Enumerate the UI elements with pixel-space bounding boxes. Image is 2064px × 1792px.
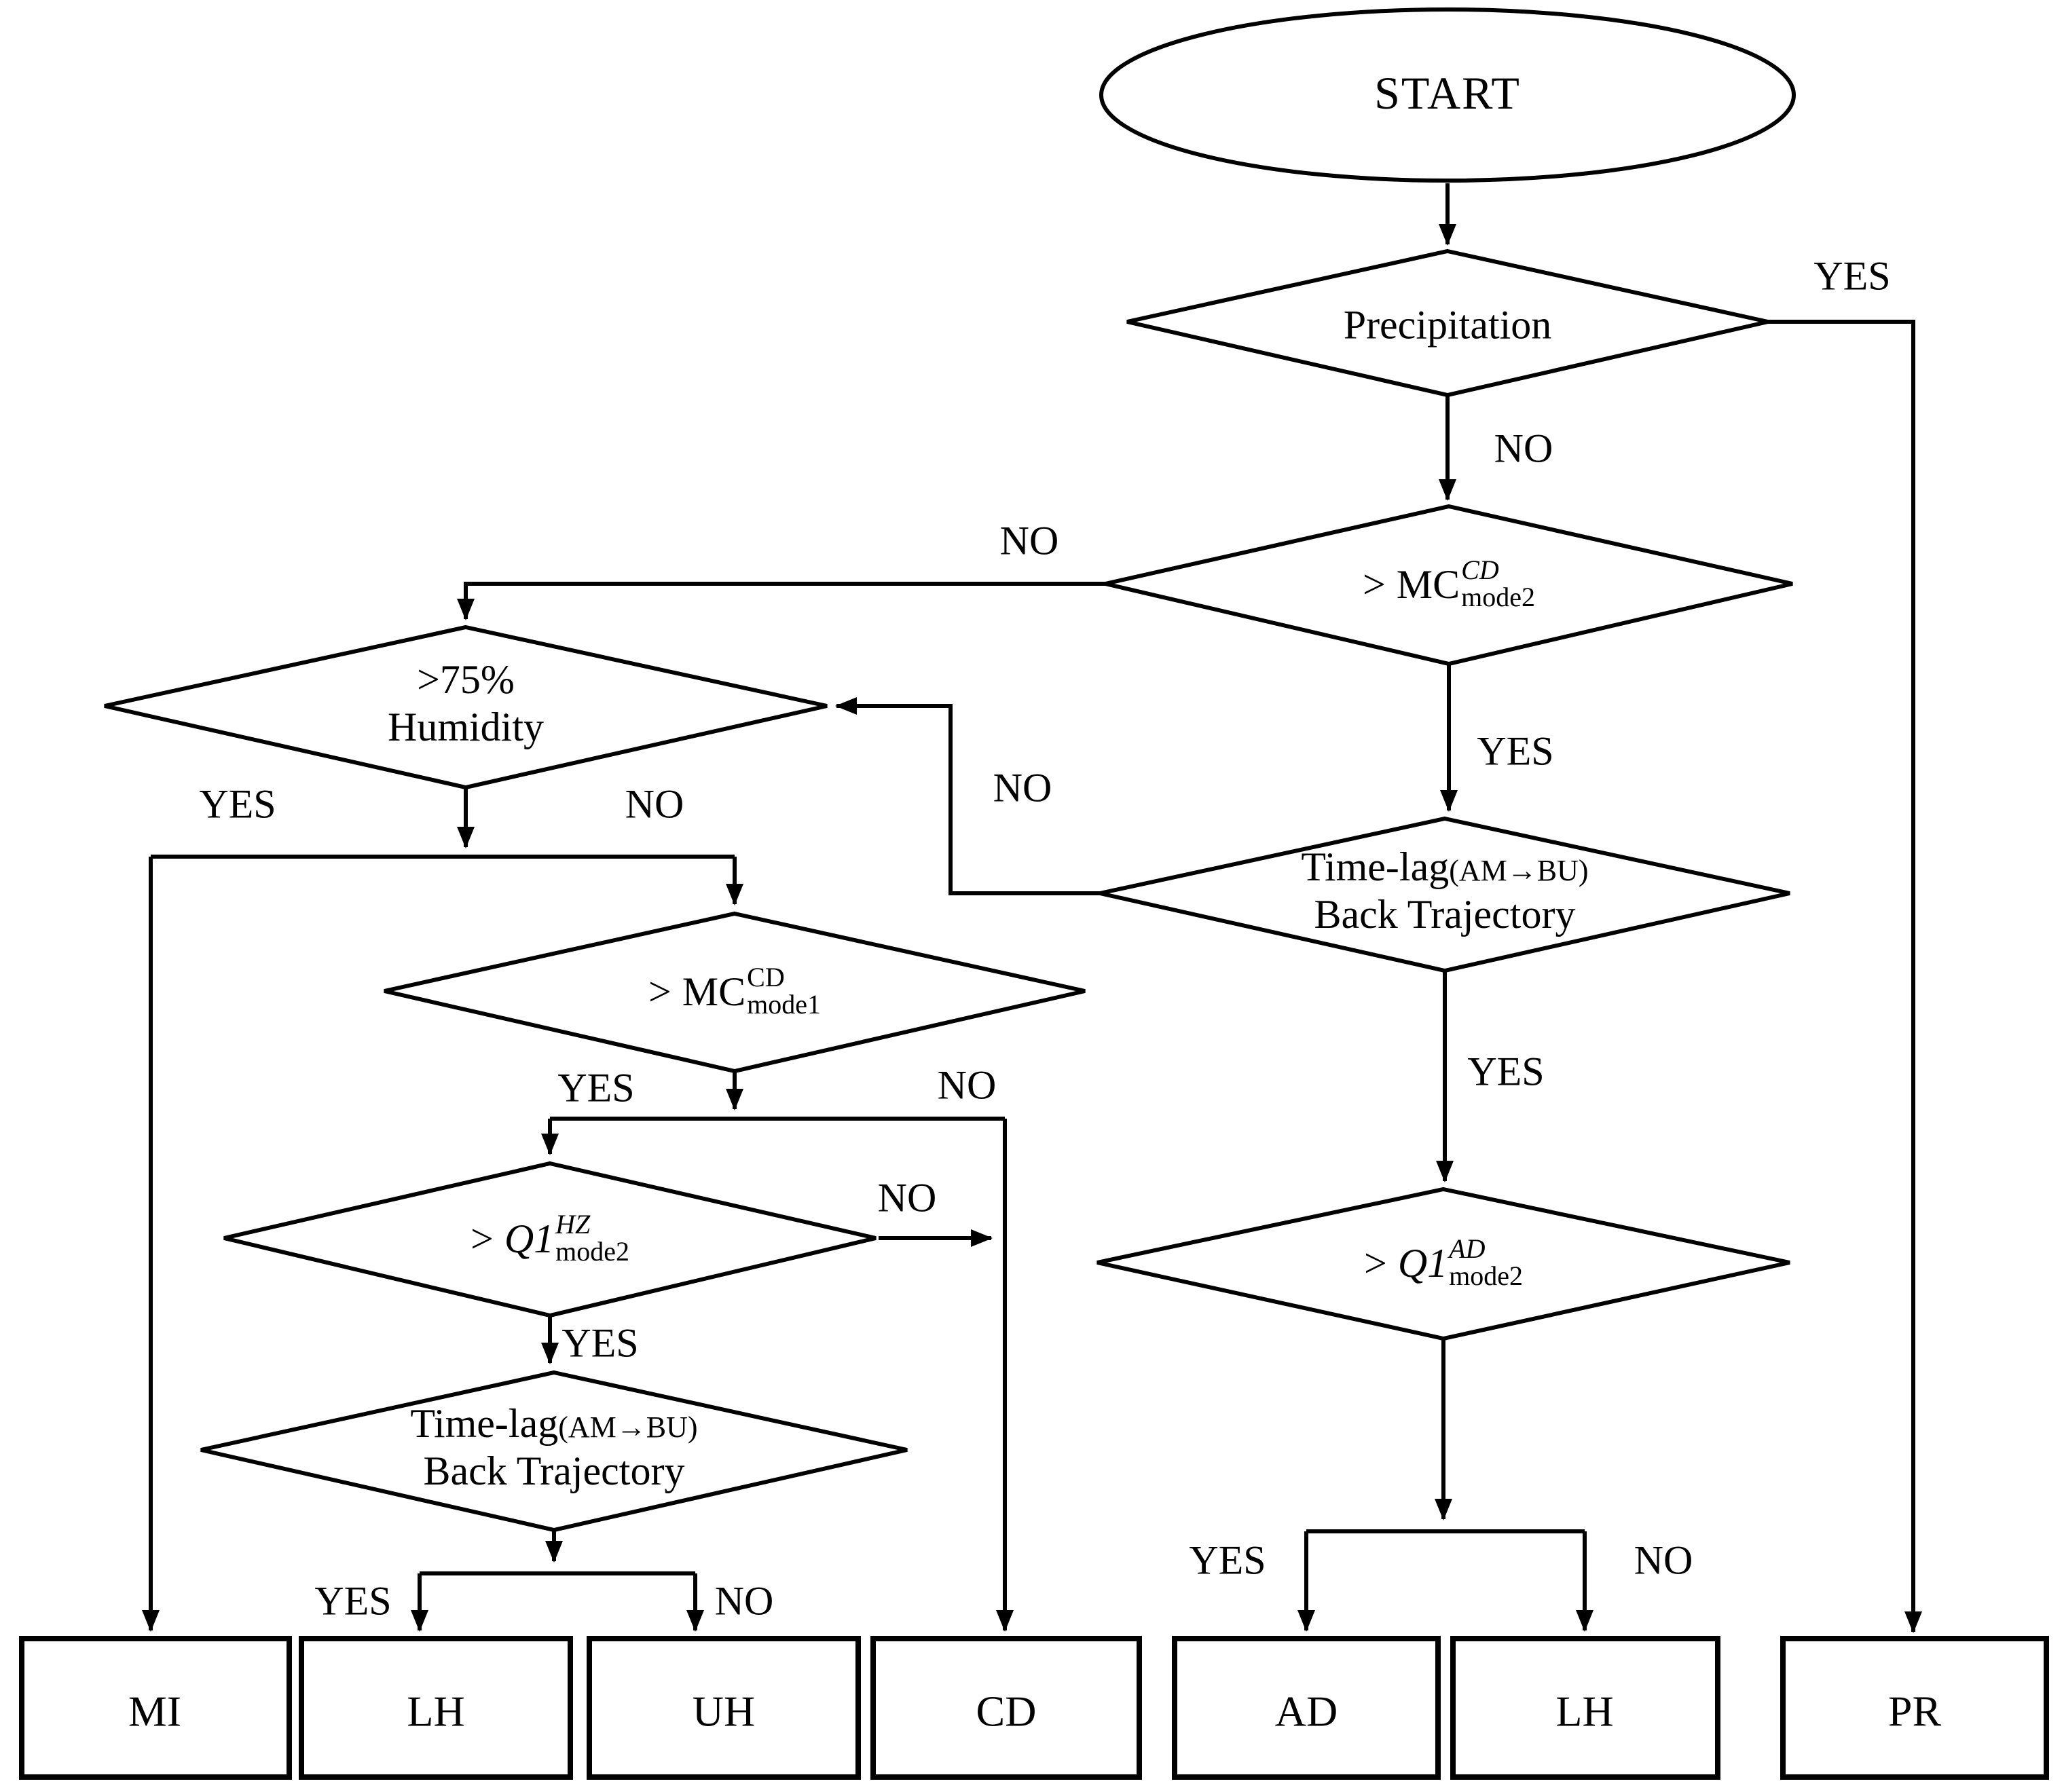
q1-hz-subscript: mode2: [555, 1238, 630, 1268]
branch-label-timelag-right-no: NO: [993, 766, 1052, 811]
mc-mode2-diamond: [1105, 504, 1793, 667]
mc-mode1-diamond: [384, 911, 1086, 1074]
terminal-label-uh: UH: [692, 1686, 756, 1736]
timelag-right-main: Time-lag: [1301, 845, 1450, 891]
humidity-label: >75% Humidity: [388, 656, 544, 753]
q1-ad-diamond: [1096, 1187, 1790, 1341]
terminal-box-ad: [1172, 1636, 1441, 1780]
start-label: START: [1374, 69, 1521, 119]
mc-mode2-superscript: CD: [1461, 556, 1499, 586]
branch-label-q1ad-no: NO: [1634, 1538, 1693, 1584]
humidity-label-line1: >75%: [417, 658, 515, 703]
q1-hz-superscript: HZ: [555, 1210, 591, 1241]
branch-label-mc-mode2-no: NO: [999, 519, 1059, 564]
edge-timelag-right-no-return: [835, 697, 1100, 895]
terminal-box-lh-left: [299, 1636, 573, 1780]
terminal-label-lh-left: LH: [407, 1686, 465, 1736]
precipitation-label: Precipitation: [1343, 303, 1552, 348]
timelag-right-label: Time-lag(AM→BU) Back Trajectory: [1301, 844, 1588, 940]
connectors: [142, 183, 1922, 1633]
q1-ad-base: Q1: [1397, 1241, 1448, 1286]
branch-label-mc-mode1-no: NO: [937, 1063, 997, 1108]
terminal-label-pr: PR: [1887, 1686, 1942, 1736]
branch-label-mc-mode2-yes: YES: [1477, 729, 1554, 774]
branch-label-timelag-left-no: NO: [714, 1579, 774, 1624]
mc-mode2-subscript: mode2: [1461, 584, 1536, 614]
mc-mode2-base: MC: [1396, 562, 1460, 608]
start-ellipse: [1099, 7, 1796, 183]
branch-label-precipitation-no: NO: [1494, 426, 1553, 472]
mc-mode1-subscript: mode1: [747, 991, 822, 1021]
mc-mode1-operator: >: [648, 969, 671, 1015]
mc-mode2-operator: >: [1362, 562, 1386, 608]
mc-mode1-base: MC: [682, 969, 746, 1015]
terminal-label-lh-right: LH: [1555, 1686, 1614, 1736]
terminal-box-lh-right: [1450, 1636, 1720, 1780]
timelag-left-paren: (AM→BU): [558, 1410, 698, 1444]
humidity-label-line2: Humidity: [387, 706, 545, 751]
mc-mode1-superscript: CD: [747, 963, 785, 994]
branch-label-precipitation-yes: YES: [1813, 254, 1891, 299]
terminal-label-cd: CD: [976, 1686, 1037, 1736]
timelag-left-line2: Back Trajectory: [423, 1450, 685, 1495]
edge-precipitation-yes-to-pr: [1765, 320, 1922, 1633]
q1-ad-superscript: AD: [1449, 1235, 1486, 1265]
q1-hz-base: Q1: [504, 1216, 555, 1262]
timelag-right-line2: Back Trajectory: [1314, 893, 1576, 938]
timelag-left-diamond: [200, 1370, 908, 1533]
q1-hz-diamond: [223, 1161, 877, 1318]
edge-mc-mode2-no-to-humidity: [457, 582, 1105, 620]
branch-label-mc-mode1-yes: YES: [557, 1066, 635, 1111]
terminal-box-cd: [870, 1636, 1142, 1780]
terminal-label-mi: MI: [128, 1686, 182, 1736]
precipitation-diamond: [1126, 248, 1769, 398]
branch-label-q1hz-yes: YES: [561, 1321, 639, 1366]
timelag-left-main: Time-lag: [410, 1402, 559, 1447]
timelag-right-diamond: [1099, 816, 1790, 973]
branch-label-q1ad-yes: YES: [1189, 1538, 1266, 1584]
branch-label-q1hz-no: NO: [877, 1176, 937, 1221]
terminal-label-ad: AD: [1274, 1686, 1338, 1736]
terminal-box-mi: [19, 1636, 292, 1780]
timelag-right-paren: (AM→BU): [1449, 853, 1589, 888]
branch-label-timelag-left-yes: YES: [314, 1579, 392, 1624]
terminal-box-pr: [1780, 1636, 2049, 1780]
branch-label-humidity-no: NO: [625, 782, 684, 827]
branch-label-humidity-yes: YES: [199, 782, 276, 827]
q1-ad-subscript: mode2: [1449, 1263, 1524, 1292]
timelag-left-label: Time-lag(AM→BU) Back Trajectory: [410, 1400, 697, 1497]
q1-hz-operator: >: [470, 1216, 494, 1262]
terminal-box-uh: [587, 1636, 861, 1780]
q1-ad-operator: >: [1363, 1241, 1387, 1286]
branch-label-timelag-right-yes: YES: [1467, 1049, 1545, 1095]
humidity-diamond: [104, 624, 828, 790]
